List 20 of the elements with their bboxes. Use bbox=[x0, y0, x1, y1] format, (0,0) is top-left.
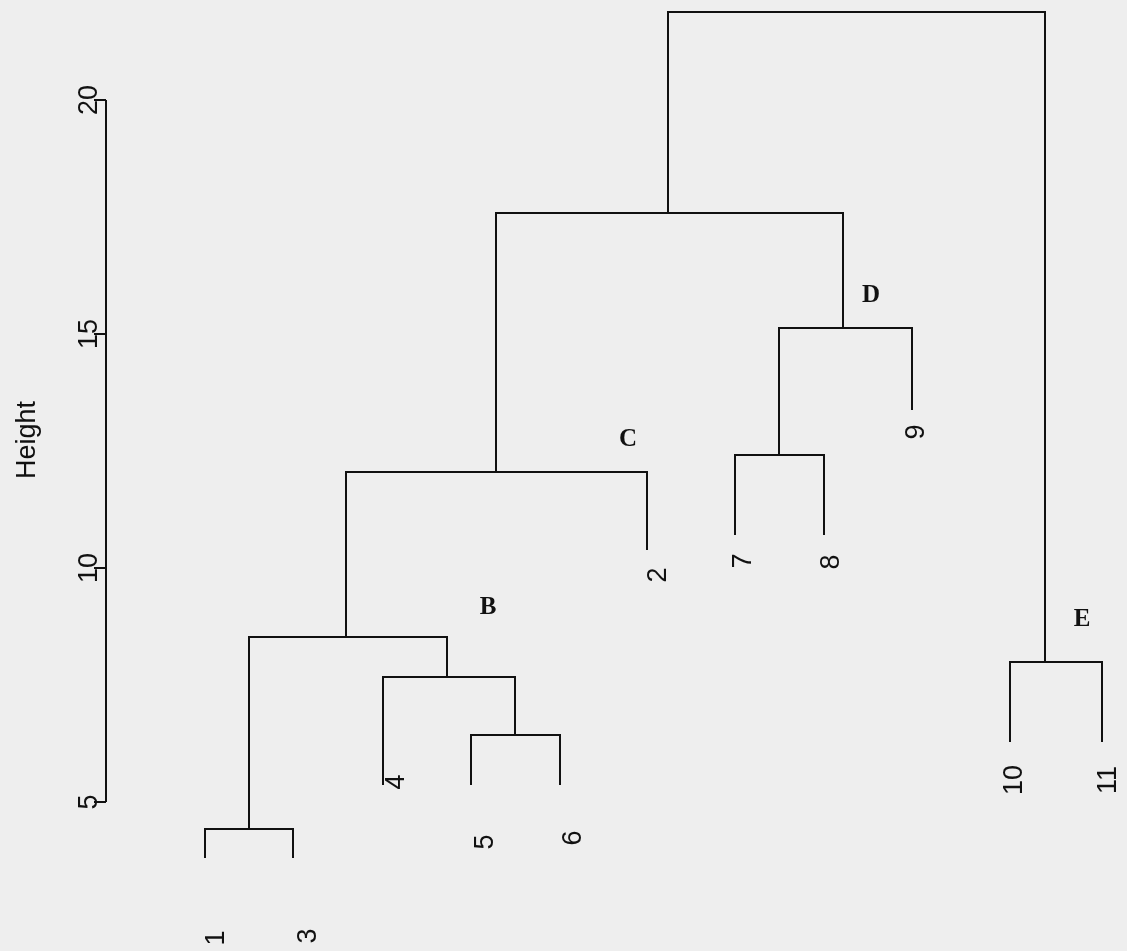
leaf-label: 6 bbox=[558, 830, 586, 846]
axis-tick-label: 5 bbox=[74, 794, 102, 810]
cluster-letter: D bbox=[861, 280, 881, 306]
leaf-label: 7 bbox=[728, 553, 756, 569]
leaf-label: 5 bbox=[470, 834, 498, 850]
cluster-letter: E bbox=[1073, 604, 1091, 630]
axis-tick-label: 15 bbox=[74, 319, 102, 349]
leaf-label: 8 bbox=[816, 554, 844, 570]
leaf-label: 2 bbox=[643, 567, 671, 583]
axis-title: Height bbox=[12, 401, 40, 479]
leaf-label: 4 bbox=[381, 774, 409, 790]
leaf-label: 10 bbox=[999, 765, 1027, 795]
axis-tick-label: 10 bbox=[74, 553, 102, 583]
cluster-letter: B bbox=[479, 592, 497, 618]
axis-tick-label: 20 bbox=[74, 85, 102, 115]
leaf-label: 3 bbox=[293, 928, 321, 944]
leaf-label: 11 bbox=[1093, 766, 1121, 794]
cluster-letter: C bbox=[618, 424, 638, 450]
leaf-label: 9 bbox=[901, 424, 929, 440]
leaf-label: 1 bbox=[201, 930, 229, 946]
